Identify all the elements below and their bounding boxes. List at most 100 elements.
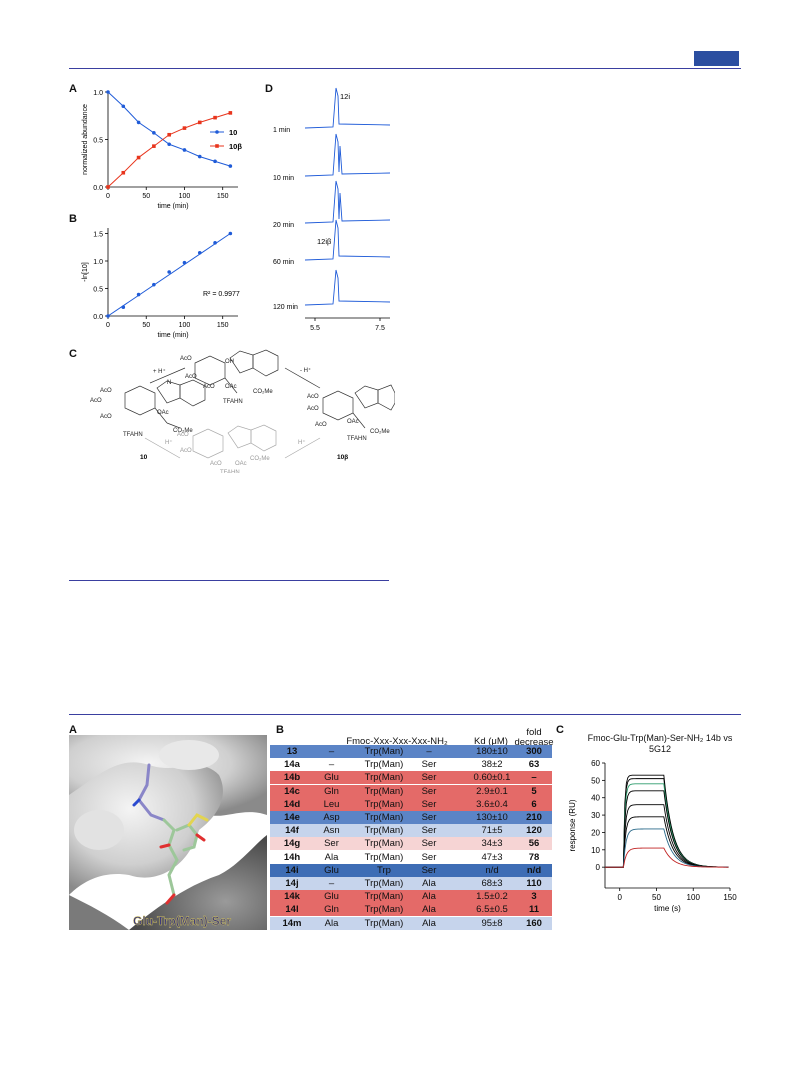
svg-text:OAc: OAc [235,461,247,467]
cell-compound: 14e [284,812,300,823]
x-tick-label: 7.5 [375,325,385,332]
cell-fold: 160 [526,917,542,929]
legend-label: 10β [229,142,242,151]
cell-compound: 13 [286,746,298,757]
svg-text:AcO: AcO [315,422,327,428]
cell-fold: 6 [531,798,537,810]
table-row [270,784,552,798]
y-tick-label: 1.5 [93,232,103,239]
molecule-intermediate-bottom [192,424,277,459]
data-point [136,155,141,160]
data-point [136,120,141,125]
cell-xxx2: Trp(Man) [364,917,404,929]
data-point [213,115,217,120]
svg-text:OAc: OAc [225,384,237,390]
table-row [270,797,552,811]
cell-xxx3: Ala [422,878,436,889]
cell-xxx1: – [328,746,335,757]
cell-compound: 14g [283,838,301,850]
svg-text:AcO: AcO [180,356,192,362]
table-row [270,863,552,877]
cell-xxx3: Ser [421,759,437,771]
data-point [197,250,202,255]
svg-text:CO₂Me: CO₂Me [370,429,390,435]
y-tick-label: 40 [591,794,600,803]
sensorgram-curve [605,847,729,868]
peak-label: 12i [340,92,350,101]
x-axis-label: time (min) [157,203,188,210]
svg-text:OAc: OAc [347,419,359,425]
cell-xxx1: Glu [324,864,339,876]
cell-fold: 3 [531,891,537,903]
x-axis-label: time (min) [157,332,188,339]
chromatogram-trace [304,133,391,177]
x-tick-label: 0 [106,193,110,200]
cell-xxx3: Ser [421,812,437,823]
cell-xxx2: Trp(Man) [364,851,404,863]
molecule-10 [124,379,206,429]
cell-compound: 14d [283,798,301,810]
x-tick-label: 150 [217,193,229,200]
chromatogram-trace [304,180,391,224]
trace-label: 120 min [273,304,298,311]
cell-xxx3: Ser [421,825,437,837]
header-rule [69,68,741,69]
cell-kd: 38±2 [481,759,503,771]
cell-xxx1: Glu [324,772,339,784]
cell-xxx3: Ala [422,904,436,916]
table-row [270,811,552,824]
chromatogram-trace [304,219,391,261]
x-tick-label: 100 [179,193,191,200]
data-point [167,132,171,137]
svg-text:AcO: AcO [307,406,319,412]
table-row [270,771,552,785]
svg-text:OAc: OAc [157,410,169,416]
cell-kd: 3.6±0.4 [476,798,508,810]
cell-fold: 11 [528,904,540,916]
cell-xxx1: Ser [324,838,339,850]
cell-kd: 6.5±0.5 [476,904,508,916]
svg-text:OH: OH [225,359,234,365]
cell-kd: 0.60±0.1 [473,772,511,784]
data-point [197,120,202,125]
cell-xxx1: Ala [324,917,339,929]
svg-text:TFAHN: TFAHN [347,436,367,442]
svg-text:AcO: AcO [180,448,192,454]
y-tick-label: 1.0 [93,90,103,97]
cell-kd: 71±5 [481,825,503,837]
y-tick-label: 60 [591,759,600,768]
svg-text:AcO: AcO [177,432,189,438]
data-point [228,164,233,168]
cell-xxx3: Ser [421,772,437,784]
cell-compound: 14k [284,891,300,903]
panel-label-a: A [69,83,77,95]
data-point [106,314,110,318]
y-tick-label: 1.0 [93,259,103,266]
y-tick-label: 30 [591,811,600,820]
cell-kd: 130±10 [476,812,508,823]
data-point [182,260,187,265]
data-point [121,170,126,175]
trace-label: 60 min [273,259,294,266]
cell-xxx3: Ala [422,917,436,929]
x-tick-label: 100 [179,322,191,329]
trace-label: 20 min [273,222,294,229]
y-tick-label: 0.5 [93,138,103,145]
cell-xxx2: Trp(Man) [364,759,404,771]
y-tick-label: 50 [591,776,600,785]
svg-text:AcO: AcO [100,414,112,420]
cell-kd: 2.9±0.1 [476,785,508,797]
svg-text:TFAHN: TFAHN [123,432,143,438]
x-tick-label: 5.5 [310,325,320,332]
x-tick-label: 150 [217,322,229,329]
table-row [270,877,552,890]
cell-xxx2: Trp(Man) [364,772,404,784]
cell-compound: 14i [285,864,299,876]
r-squared-annotation: R² = 0.9977 [203,291,240,298]
svg-text:AcO: AcO [203,384,215,390]
cell-xxx1: Leu [323,798,340,810]
y-axis-label: normalized abundance [82,104,89,175]
